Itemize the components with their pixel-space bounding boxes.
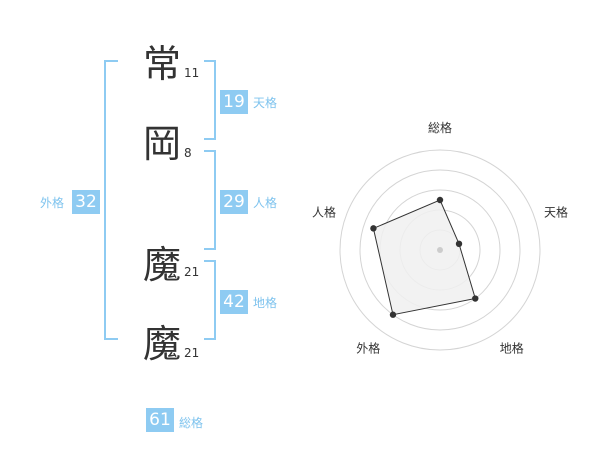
radar-ring	[339, 149, 541, 351]
jinkaku-value: 29	[220, 190, 248, 214]
gaikaku-label: 外格	[40, 196, 65, 210]
gaikaku-value: 32	[72, 190, 100, 214]
gaikaku-bracket	[104, 60, 118, 340]
radar-axis-label-3: 地格	[500, 341, 524, 356]
radar-polygon	[372, 199, 476, 316]
stroke-count-3: 21	[184, 265, 200, 279]
jinkaku-bracket	[204, 150, 216, 250]
name-char-4: 魔	[142, 322, 181, 366]
name-char-2: 岡	[142, 122, 181, 166]
jinkaku-label: 人格	[253, 196, 278, 210]
stroke-count-1: 11	[184, 66, 200, 80]
soukaku-value: 61	[146, 408, 174, 432]
radar-axis-label-4: 外格	[356, 341, 380, 356]
name-char-3: 魔	[142, 243, 181, 287]
tenkaku-bracket	[204, 60, 216, 140]
chikaku-value: 42	[220, 290, 248, 314]
tenkaku-label: 天格	[253, 96, 278, 110]
radar-point-4	[389, 311, 397, 318]
radar-axis-label-2: 天格	[544, 204, 568, 219]
soukaku-label: 総格	[179, 416, 204, 430]
radar-ring	[359, 169, 521, 331]
chikaku-label: 地格	[253, 296, 278, 310]
radar-axis-label-1: 総格	[428, 120, 452, 135]
radar-point-5	[370, 225, 377, 232]
stroke-count-4: 21	[184, 346, 200, 360]
radar-axis-label-5: 人格	[312, 204, 336, 219]
radar-center-dot	[437, 247, 443, 253]
stroke-count-2: 8	[184, 146, 192, 160]
radar-point-1	[436, 196, 444, 204]
tenkaku-value: 19	[220, 90, 248, 114]
chikaku-bracket	[204, 260, 216, 340]
name-char-1: 常	[142, 42, 181, 86]
radar-point-2	[455, 240, 463, 248]
radar-point-3	[472, 295, 479, 302]
